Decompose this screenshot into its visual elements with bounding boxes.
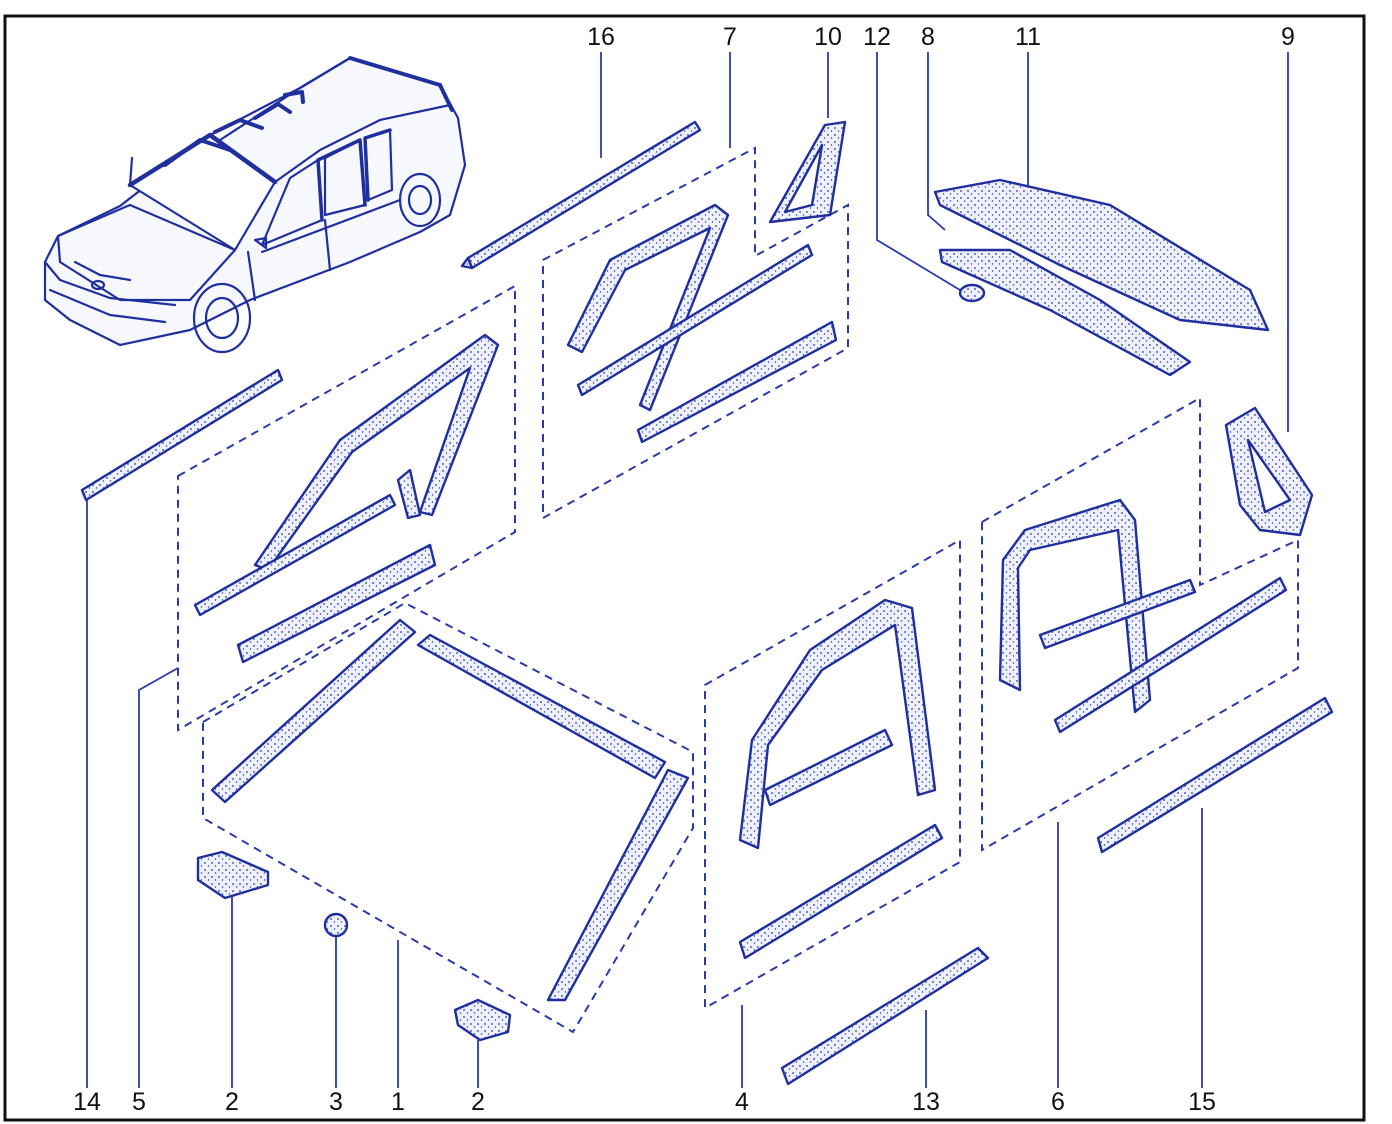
callout-15: 15 [1188, 1088, 1216, 1116]
callout-5: 5 [132, 1088, 146, 1116]
part-3-grommet [323, 912, 349, 938]
part-4-frame [738, 598, 937, 850]
seal-parts [80, 120, 1334, 1086]
part-14-strip [80, 368, 284, 502]
part-7-belt [576, 243, 814, 397]
callout-8: 8 [921, 23, 935, 51]
part-12-clip [958, 283, 986, 303]
part-4-sill [738, 823, 944, 960]
callout-7: 7 [723, 23, 737, 51]
part-11-roof-seal [933, 178, 1270, 332]
leader-lines [86, 52, 1289, 1088]
callout-13: 13 [912, 1088, 940, 1116]
part-1-left [210, 618, 417, 804]
part-6-sill [1053, 576, 1288, 734]
part-13-strip [780, 946, 990, 1086]
callout-14: 14 [73, 1088, 101, 1116]
callout-3: 3 [329, 1088, 343, 1116]
callout-4: 4 [735, 1088, 749, 1116]
callout-2-right: 2 [471, 1088, 485, 1116]
callout-1: 1 [391, 1088, 405, 1116]
callout-10: 10 [814, 23, 842, 51]
callout-2-left: 2 [225, 1088, 239, 1116]
part-7-frame [566, 203, 730, 412]
diagram-border [3, 14, 1366, 1122]
callout-labels: 16 7 10 12 8 11 9 14 5 2 3 1 2 4 13 6 15 [73, 23, 1295, 1116]
group-boxes [177, 146, 1299, 1034]
part-1-right [546, 768, 690, 1002]
callout-11: 11 [1015, 23, 1041, 51]
callout-9: 9 [1281, 23, 1295, 51]
part-7-sill [636, 320, 838, 444]
part-2-clip-left [196, 850, 270, 900]
part-1-top [416, 633, 667, 780]
callout-12: 12 [863, 23, 891, 51]
car-illustration [43, 56, 467, 354]
callout-16: 16 [587, 23, 615, 51]
part-5-belt [193, 493, 397, 617]
part-6-frame [998, 498, 1152, 714]
part-8-roof-seal [938, 248, 1192, 377]
part-5-sill [236, 543, 437, 664]
part-2-clip-right [453, 998, 512, 1042]
part-15-strip [1096, 696, 1334, 854]
callout-6: 6 [1051, 1088, 1065, 1116]
part-5-frame [253, 333, 500, 572]
